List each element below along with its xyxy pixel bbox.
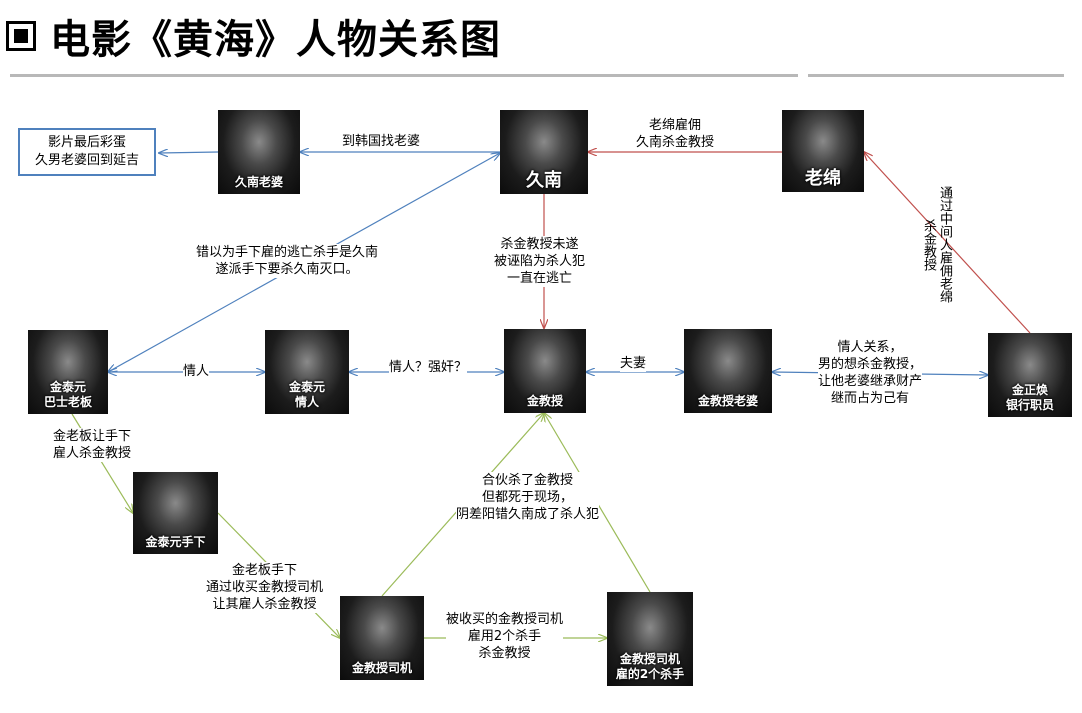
node-lover-label-line-1: 金泰元 [265, 380, 349, 395]
label-driver-hire-line-1: 被收买的金教授司机 [446, 611, 563, 628]
label-affair-line-1: 情人关系， [818, 339, 922, 356]
label-henchman-buy-line-3: 让其雇人杀金教授 [206, 596, 323, 613]
node-killers-label-line-2: 雇的2个杀手 [607, 667, 693, 682]
label-via-middleman: 通过中间人雇佣老绵 杀金教授 [920, 186, 952, 303]
node-bank-clerk-label-line-2: 银行职员 [988, 398, 1072, 413]
node-professor-label: 金教授 [504, 394, 586, 409]
label-couple: 夫妻 [620, 355, 646, 372]
node-henchman-label: 金泰元手下 [133, 535, 218, 550]
node-lover[interactable]: 金泰元 情人 [265, 330, 349, 414]
label-conspire: 合伙杀了金教授 但都死于现场， 阴差阳错久南成了杀人犯 [456, 472, 599, 523]
node-jintaiyuan-label: 金泰元 巴士老板 [28, 380, 108, 410]
label-affair-line-2: 男的想杀金教授， [818, 356, 922, 373]
node-jiunan-wife[interactable]: 久南老婆 [218, 110, 300, 194]
label-henchman-buy: 金老板手下 通过收买金教授司机 让其雇人杀金教授 [206, 562, 323, 613]
note-line-2: 久男老婆回到延吉 [20, 152, 154, 170]
easter-egg-note: 影片最后彩蛋 久男老婆回到延吉 [18, 128, 156, 176]
label-failed-attempt-line-1: 杀金教授未遂 [494, 236, 585, 253]
node-mianshi-label: 老绵 [782, 168, 864, 190]
label-boss-order: 金老板让手下 雇人杀金教授 [53, 428, 131, 462]
node-lover-label: 金泰元 情人 [265, 380, 349, 410]
node-bank-clerk[interactable]: 金正焕 银行职员 [988, 333, 1072, 417]
label-boss-order-line-1: 金老板让手下 [53, 428, 131, 445]
label-failed-attempt-line-2: 被诬陷为杀人犯 [494, 253, 585, 270]
label-mistaken-identity: 错以为手下雇的逃亡杀手是久南 遂派手下要杀久南灭口。 [196, 244, 378, 278]
label-affair: 情人关系， 男的想杀金教授， 让他老婆继承财产 继而占为己有 [818, 339, 922, 407]
label-conspire-line-3: 阴差阳错久南成了杀人犯 [456, 506, 599, 523]
note-line-1: 影片最后彩蛋 [20, 134, 154, 152]
label-mianshi-hire-line-2: 久南杀金教授 [636, 134, 714, 151]
node-bank-clerk-label-line-1: 金正焕 [988, 383, 1072, 398]
label-mianshi-hire: 老绵雇佣 久南杀金教授 [636, 117, 714, 151]
node-driver[interactable]: 金教授司机 [340, 596, 424, 680]
node-jiunan[interactable]: 久南 [500, 110, 588, 194]
label-failed-attempt: 杀金教授未遂 被诬陷为杀人犯 一直在逃亡 [494, 236, 585, 287]
label-driver-hire-line-3: 杀金教授 [446, 645, 563, 662]
node-jiunan-label: 久南 [500, 170, 588, 192]
node-lover-label-line-2: 情人 [265, 395, 349, 410]
label-conspire-line-2: 但都死于现场， [456, 489, 599, 506]
label-henchman-buy-line-2: 通过收买金教授司机 [206, 579, 323, 596]
label-mistaken-identity-line-1: 错以为手下雇的逃亡杀手是久南 [196, 244, 378, 261]
node-mianshi[interactable]: 老绵 [782, 110, 864, 192]
label-lover: 情人 [183, 363, 209, 380]
label-lover-or-rape: 情人？强奸？ [389, 359, 467, 376]
label-driver-hire-line-2: 雇用2个杀手 [446, 628, 563, 645]
node-driver-label: 金教授司机 [340, 661, 424, 676]
node-professor-wife-label: 金教授老婆 [684, 394, 772, 409]
node-bank-clerk-label: 金正焕 银行职员 [988, 383, 1072, 413]
node-professor[interactable]: 金教授 [504, 329, 586, 413]
label-affair-line-3: 让他老婆继承财产 [818, 373, 922, 390]
label-failed-attempt-line-3: 一直在逃亡 [494, 270, 585, 287]
label-find-wife: 到韩国找老婆 [342, 133, 420, 150]
node-killers-label-line-1: 金教授司机 [607, 652, 693, 667]
node-jintaiyuan[interactable]: 金泰元 巴士老板 [28, 330, 108, 414]
link-wife-note [159, 152, 218, 153]
node-professor-wife[interactable]: 金教授老婆 [684, 329, 772, 413]
label-conspire-line-1: 合伙杀了金教授 [456, 472, 599, 489]
label-henchman-buy-line-1: 金老板手下 [206, 562, 323, 579]
label-mistaken-identity-line-2: 遂派手下要杀久南灭口。 [196, 261, 378, 278]
label-via-middleman-col-2: 杀金教授 [920, 186, 936, 303]
label-affair-line-4: 继而占为己有 [818, 390, 922, 407]
node-henchman[interactable]: 金泰元手下 [133, 472, 218, 554]
node-jiunan-wife-label: 久南老婆 [218, 175, 300, 190]
label-mianshi-hire-line-1: 老绵雇佣 [636, 117, 714, 134]
label-boss-order-line-2: 雇人杀金教授 [53, 445, 131, 462]
node-jintaiyuan-label-line-1: 金泰元 [28, 380, 108, 395]
node-killers-label: 金教授司机 雇的2个杀手 [607, 652, 693, 682]
node-killers[interactable]: 金教授司机 雇的2个杀手 [607, 592, 693, 686]
node-jintaiyuan-label-line-2: 巴士老板 [28, 395, 108, 410]
label-driver-hire: 被收买的金教授司机 雇用2个杀手 杀金教授 [446, 611, 563, 662]
label-via-middleman-col-1: 通过中间人雇佣老绵 [936, 186, 952, 303]
